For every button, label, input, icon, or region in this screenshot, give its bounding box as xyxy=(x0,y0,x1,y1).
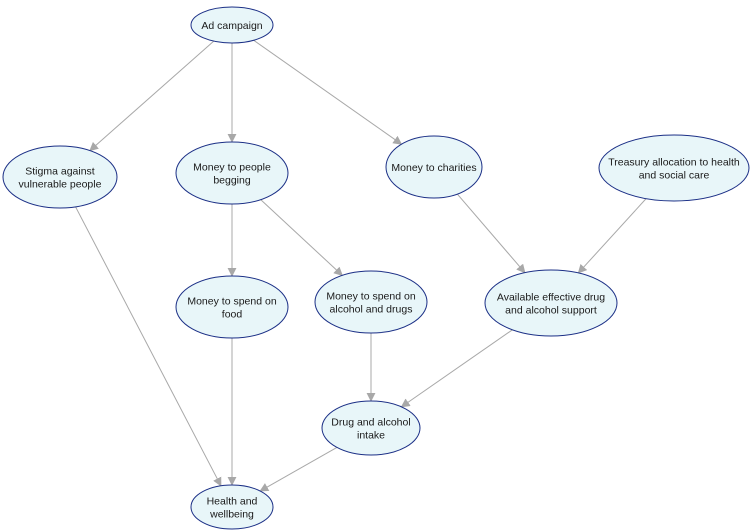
node-label: begging xyxy=(213,175,251,187)
edge-treasury-to-drug-support xyxy=(577,198,647,274)
node-label: Health and xyxy=(207,496,258,508)
node-label: Money to spend on xyxy=(326,291,415,303)
node-label: intake xyxy=(357,430,385,442)
node-label: Money to people xyxy=(193,162,271,174)
node-ad-campaign[interactable]: Ad campaign xyxy=(190,6,274,44)
node-ellipse xyxy=(598,134,750,202)
node-label: Money to spend on xyxy=(187,296,276,308)
node-ellipse xyxy=(484,269,618,337)
edge-money-begging-to-money-alcohol xyxy=(260,199,343,276)
edge-drug-intake-to-health xyxy=(259,446,338,492)
node-label: vulnerable people xyxy=(19,179,102,191)
node-ellipse xyxy=(175,275,289,339)
edge-ad-campaign-to-stigma xyxy=(89,40,215,152)
node-label: food xyxy=(222,309,243,321)
node-ellipse xyxy=(385,135,483,199)
node-label: Drug and alcohol xyxy=(331,417,410,429)
node-label: and social care xyxy=(639,170,710,182)
node-money-charities[interactable]: Money to charities xyxy=(385,135,483,199)
node-ellipse xyxy=(190,6,274,44)
node-label: wellbeing xyxy=(209,509,254,521)
edge-money-charities-to-drug-support xyxy=(456,193,526,274)
edge-drug-support-to-drug-intake xyxy=(400,329,513,408)
node-ellipse xyxy=(314,270,428,334)
edges-layer xyxy=(75,39,647,492)
node-ellipse xyxy=(190,484,274,530)
node-label: Money to charities xyxy=(391,162,476,174)
node-label: Available effective drug xyxy=(497,292,605,304)
node-ellipse xyxy=(175,141,289,205)
edge-stigma-to-health xyxy=(75,206,222,487)
node-label: Ad campaign xyxy=(201,20,262,32)
node-label: alcohol and drugs xyxy=(330,304,413,316)
node-label: Stigma against xyxy=(25,166,95,178)
node-label: Treasury allocation to health xyxy=(608,157,740,169)
node-ellipse xyxy=(2,145,118,209)
node-label: and alcohol support xyxy=(505,305,597,317)
edge-ad-campaign-to-money-charities xyxy=(253,39,403,145)
node-ellipse xyxy=(321,400,421,456)
